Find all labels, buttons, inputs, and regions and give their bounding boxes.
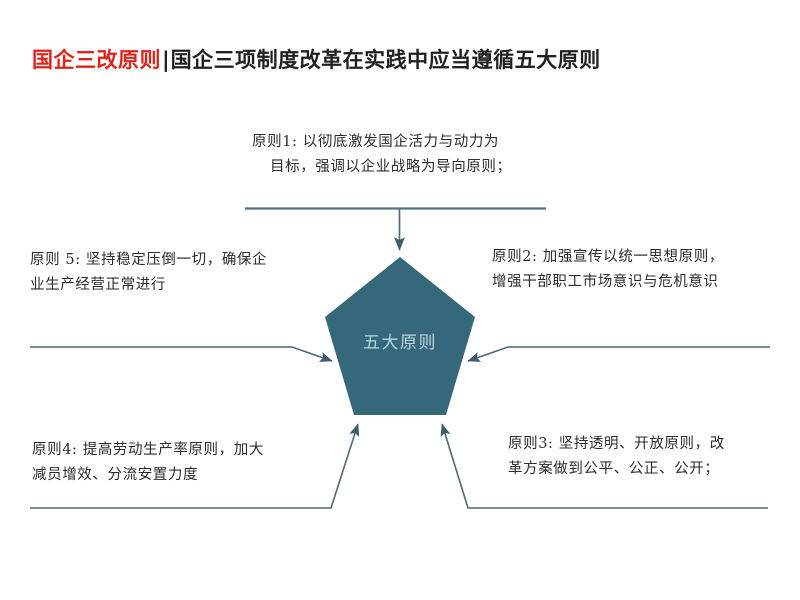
arrow-principle-2 <box>467 346 770 362</box>
principle-4-line-1: 原则4: 提高劳动生产率原则，加大 <box>32 442 264 458</box>
arrow-principle-5 <box>30 346 333 362</box>
principle-3-line-2: 革方案做到公平、公正、公开； <box>508 461 720 477</box>
page-title-separator: | <box>162 48 170 72</box>
principle-3-line-1: 原则3: 坚持透明、开放原则，改 <box>508 436 725 452</box>
page-title-main: 国企三项制度改革在实践中应当遵循五大原则 <box>170 48 601 72</box>
arrow-principle-4 <box>30 423 360 509</box>
principle-text-1: 原则1: 以彻底激发国企活力与动力为 目标，强调以企业战略为导向原则； <box>252 130 512 180</box>
arrow-principle-3 <box>440 423 768 509</box>
principle-1-line-2: 目标，强调以企业战略为导向原则； <box>270 159 512 175</box>
principle-text-4: 原则4: 提高劳动生产率原则，加大 减员增效、分流安置力度 <box>32 438 264 488</box>
principle-text-2: 原则2: 加强宣传以统一思想原则， 增强干部职工市场意识与危机意识 <box>492 245 724 295</box>
principle-2-line-2: 增强干部职工市场意识与危机意识 <box>492 274 719 290</box>
principle-text-5: 原则 5: 坚持稳定压倒一切，确保企 业生产经营正常进行 <box>30 248 267 298</box>
principle-2-line-1: 原则2: 加强宣传以统一思想原则， <box>492 249 724 265</box>
principle-5-line-1: 原则 5: 坚持稳定压倒一切，确保企 <box>30 252 268 268</box>
page-title: 国企三改原则 | 国企三项制度改革在实践中应当遵循五大原则 <box>32 44 601 74</box>
principle-4-line-2: 减员增效、分流安置力度 <box>32 467 199 483</box>
principle-text-3: 原则3: 坚持透明、开放原则，改 革方案做到公平、公正、公开； <box>508 432 725 482</box>
page-title-accent: 国企三改原则 <box>32 48 161 72</box>
center-pentagon <box>325 257 475 415</box>
principle-1-line-1: 原则1: 以彻底激发国企活力与动力为 <box>252 134 500 150</box>
principle-5-line-2: 业生产经营正常进行 <box>30 277 166 293</box>
